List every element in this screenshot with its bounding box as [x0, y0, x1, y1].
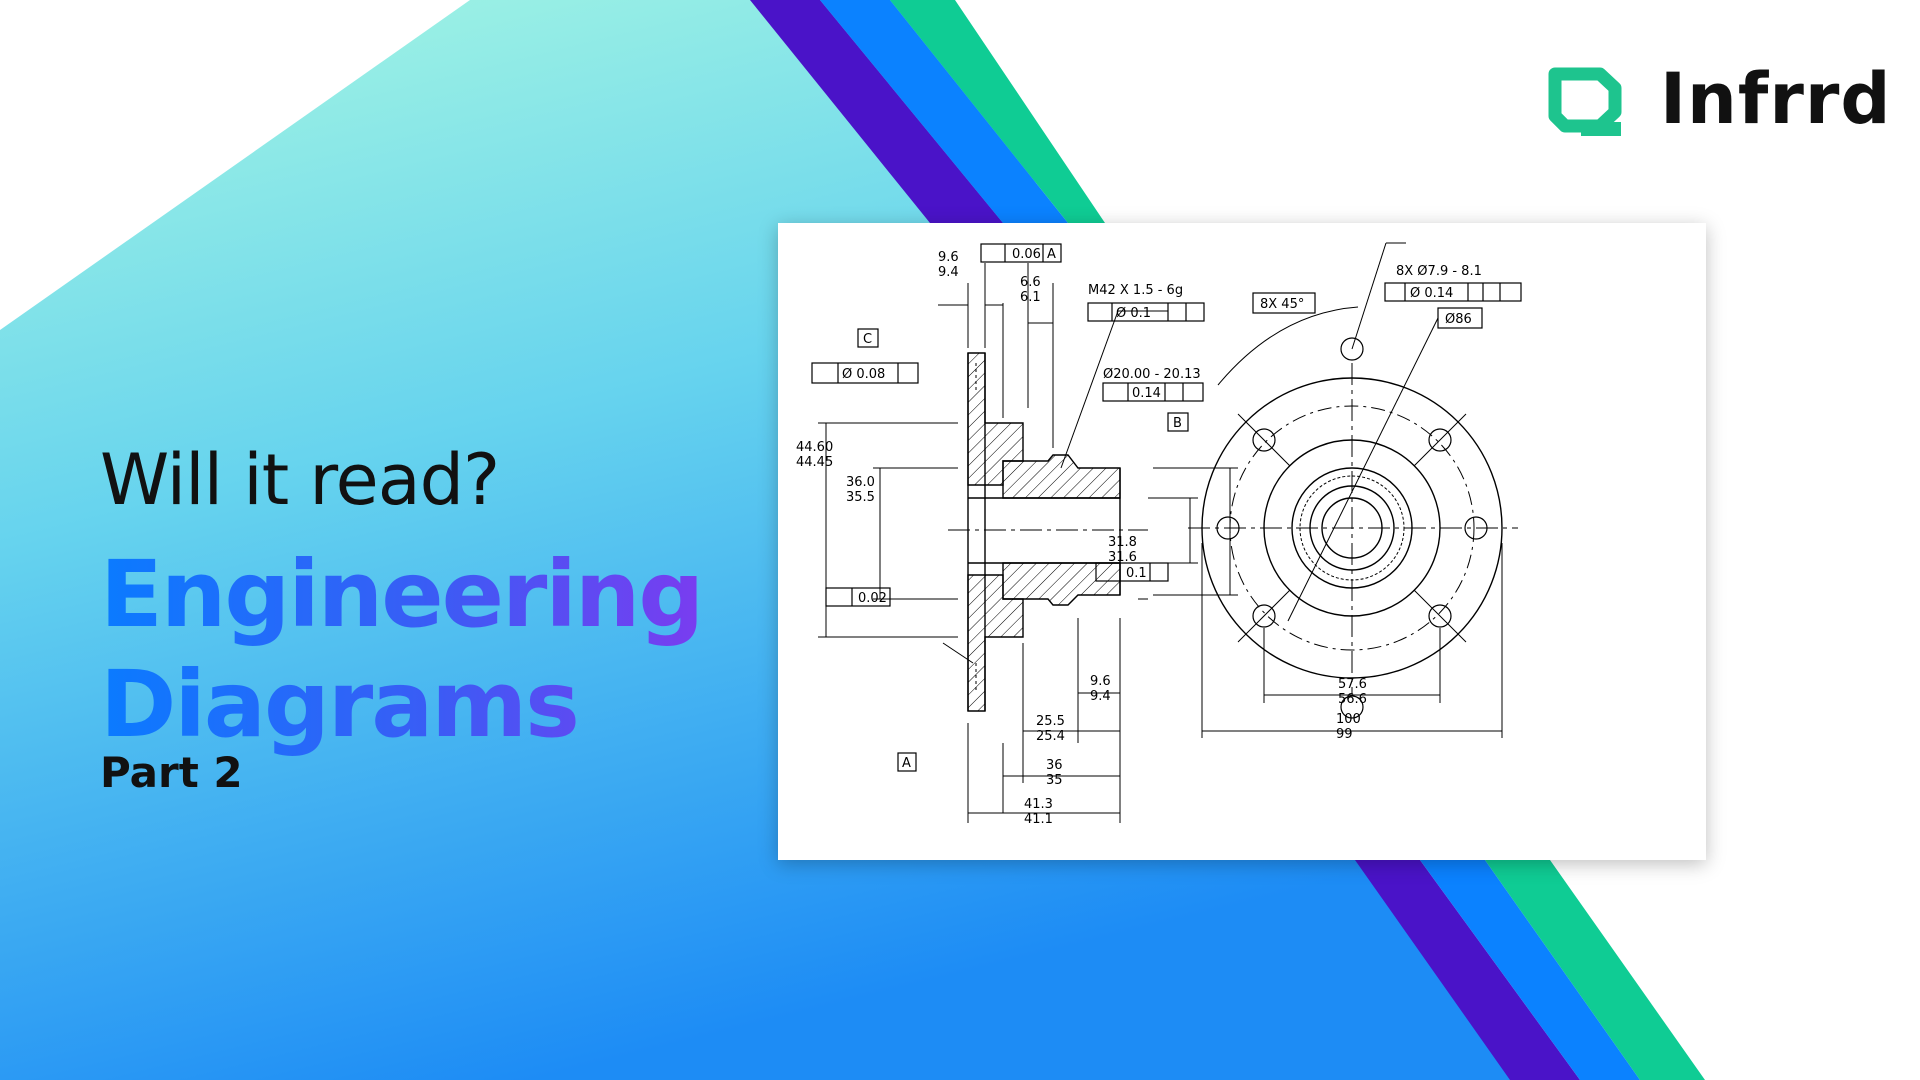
page-title: Engineering Diagrams [100, 540, 702, 760]
stripe-blue-top [820, 0, 1068, 223]
bolt-holes [1216, 337, 1488, 719]
svg-text:36.0: 36.0 [846, 475, 875, 490]
svg-text:36: 36 [1046, 758, 1063, 773]
svg-text:Ø86: Ø86 [1445, 312, 1472, 327]
svg-text:99: 99 [1336, 727, 1353, 742]
tagline: Will it read? [100, 439, 500, 521]
feature-frames-right [1252, 282, 1522, 329]
svg-text:A: A [1047, 247, 1056, 262]
front-view [1188, 242, 1518, 738]
infrrd-logo-icon [1548, 67, 1622, 136]
part-label: Part 2 [100, 748, 243, 797]
svg-text:C: C [863, 332, 872, 347]
drawing-canvas: 0.06 A 9.6 9.4 6.6 6.1 M42 X 1.5 - 6g Ø … [796, 242, 1522, 827]
svg-text:44.60: 44.60 [796, 440, 833, 455]
stripe-purple-bottom [1355, 860, 1580, 1080]
engineering-drawing: 0.06 A 9.6 9.4 6.6 6.1 M42 X 1.5 - 6g Ø … [778, 223, 1706, 860]
svg-text:9.6: 9.6 [1090, 674, 1111, 689]
svg-text:0.06: 0.06 [1012, 247, 1041, 262]
stripe-green-bottom [1485, 860, 1705, 1080]
svg-text:31.8: 31.8 [1108, 535, 1137, 550]
svg-text:25.4: 25.4 [1036, 729, 1065, 744]
svg-text:0.1: 0.1 [1126, 566, 1147, 581]
svg-text:100: 100 [1336, 712, 1361, 727]
svg-text:0.14: 0.14 [1132, 386, 1161, 401]
svg-text:8X Ø7.9 - 8.1: 8X Ø7.9 - 8.1 [1396, 264, 1482, 279]
svg-text:9.4: 9.4 [1090, 689, 1111, 704]
svg-text:A: A [902, 756, 911, 771]
svg-text:Ø20.00 - 20.13: Ø20.00 - 20.13 [1103, 367, 1201, 382]
svg-text:6.6: 6.6 [1020, 275, 1041, 290]
svg-text:0.02: 0.02 [858, 591, 887, 606]
svg-text:6.1: 6.1 [1020, 290, 1041, 305]
svg-text:9.6: 9.6 [938, 250, 959, 265]
svg-text:25.5: 25.5 [1036, 714, 1065, 729]
svg-text:57.6: 57.6 [1338, 677, 1367, 692]
stripe-blue-bottom [1420, 860, 1640, 1080]
svg-text:8X 45°: 8X 45° [1260, 297, 1304, 312]
hub-lower [1002, 562, 1121, 606]
svg-text:B: B [1173, 416, 1182, 431]
stripe-green-top [890, 0, 1105, 223]
svg-text:35: 35 [1046, 773, 1063, 788]
svg-text:44.45: 44.45 [796, 455, 833, 470]
title-line-2: Diagrams [100, 651, 578, 758]
svg-text:9.4: 9.4 [938, 265, 959, 280]
stripe-purple-top [750, 0, 1003, 223]
svg-text:M42 X 1.5 - 6g: M42 X 1.5 - 6g [1088, 283, 1183, 298]
svg-text:56.6: 56.6 [1338, 692, 1367, 707]
svg-text:41.3: 41.3 [1024, 797, 1053, 812]
drawing-labels: 0.06 A 9.6 9.4 6.6 6.1 M42 X 1.5 - 6g Ø … [796, 247, 1482, 827]
svg-text:Ø 0.08: Ø 0.08 [842, 367, 885, 382]
svg-text:35.5: 35.5 [846, 490, 875, 505]
section-view [818, 263, 1238, 823]
svg-text:31.6: 31.6 [1108, 550, 1137, 565]
svg-text:Ø 0.1: Ø 0.1 [1116, 306, 1151, 321]
title-line-1: Engineering [100, 541, 703, 648]
svg-text:41.1: 41.1 [1024, 812, 1053, 827]
hub-upper [1002, 454, 1121, 499]
brand-name: Infrrd [1660, 58, 1892, 140]
svg-text:Ø 0.14: Ø 0.14 [1410, 286, 1453, 301]
feature-frames-left [811, 243, 1205, 772]
